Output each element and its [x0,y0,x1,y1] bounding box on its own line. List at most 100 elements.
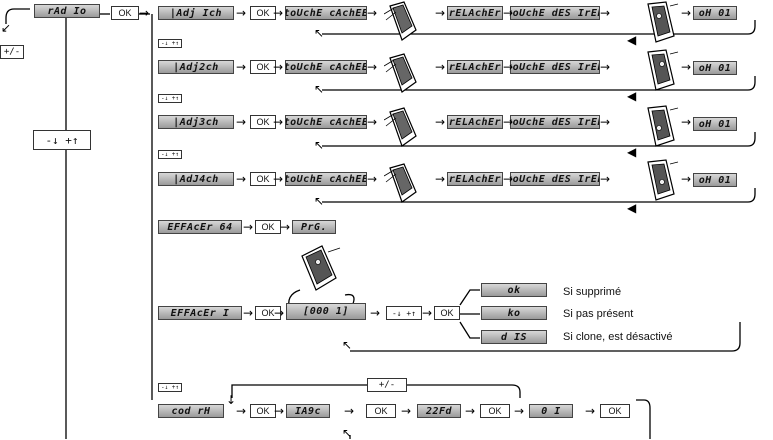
arrow-right-icon: → [503,6,514,20]
arrow-left-icon: ◀ [627,89,637,103]
up-down-button-small[interactable]: -↓ +↑ [158,94,182,103]
result-display: oH 01 [693,173,737,187]
arrow-right-icon: → [503,115,514,129]
remote-control-icon [384,53,417,93]
hidden-key-display: toUchE cAchEE [285,60,367,74]
arrow-left-icon: ↖ [314,82,325,96]
arrow-left-icon: ↖ [314,138,325,152]
hidden-key-display: toUchE cAchEE [285,172,367,186]
arrow-right-icon: → [273,6,284,20]
arrow-right-icon: → [435,115,446,129]
ok-button[interactable]: OK [366,404,396,418]
up-down-button[interactable]: -↓ +↑ [33,130,91,150]
remote-control-icon [647,105,679,147]
ok-button[interactable]: OK [480,404,510,418]
menu-erase-1[interactable]: EFFAcEr I [158,306,242,320]
arrow-right-icon: → [274,404,285,418]
menu-adj2ch[interactable]: |Adj2ch [158,60,234,74]
clone-step2-display: 22Fd [417,404,461,418]
remote-control-icon [384,107,417,147]
clone-step3-display: 0 I [529,404,573,418]
arrow-right-icon: → [600,6,611,20]
arrow-down-icon: ↙ [1,21,12,35]
arrow-right-icon: → [367,115,378,129]
release-display: rELAchEr [447,172,503,186]
hidden-key-display: toUchE cAchEE [285,115,367,129]
arrow-right-icon: → [344,404,355,418]
up-down-button-small[interactable]: -↓ +↑ [158,150,182,159]
ok-button[interactable]: OK [255,220,281,234]
arrow-right-icon: → [236,404,247,418]
plus-minus-button[interactable]: +/- [0,45,24,59]
clone-step1-display: IA9c [286,404,330,418]
ok-button[interactable]: OK [111,6,139,20]
hidden-key-display: toUchE cAchEE [285,6,367,20]
ok-button[interactable]: OK [600,404,630,418]
arrow-right-icon: → [681,115,692,129]
ok-button[interactable]: OK [250,60,276,74]
menu-adj4ch[interactable]: |AdJ4ch [158,172,234,186]
ok-button[interactable]: OK [250,404,276,418]
remote-control-icon [301,245,341,291]
outcome-ko-label: Si pas présent [563,308,634,320]
arrow-right-icon: → [243,306,254,320]
arrow-right-icon: → [514,404,525,418]
wanted-key-display: toUchE dES IrEE [510,6,600,20]
menu-adj1ch[interactable]: |Adj Ich [158,6,234,20]
remote-control-icon [647,49,679,91]
arrow-right-icon: → [503,172,514,186]
ok-button[interactable]: OK [255,306,281,320]
arrow-right-icon: → [273,115,284,129]
ok-button[interactable]: OK [250,115,276,129]
arrow-left-icon: ◀ [627,145,637,159]
menu-adj3ch[interactable]: |Adj3ch [158,115,234,129]
arrow-right-icon: → [367,6,378,20]
remote-control-icon [384,1,417,41]
plus-minus-button[interactable]: +/- [367,378,407,392]
arrow-left-icon: ↖ [342,426,353,440]
remote-control-icon [647,159,679,201]
arrow-right-icon: → [236,115,247,129]
arrow-down-icon: ↓ [226,393,237,407]
arrow-right-icon: → [681,60,692,74]
result-display: oH 01 [693,117,737,131]
arrow-right-icon: → [681,172,692,186]
arrow-right-icon: → [465,404,476,418]
up-down-button-small[interactable]: -↓ +↑ [158,383,182,392]
arrow-right-icon: → [370,306,381,320]
program-display: PrG. [292,220,336,234]
arrow-right-icon: → [274,306,285,320]
arrow-right-icon: → [435,6,446,20]
arrow-right-icon: → [236,60,247,74]
up-down-button-small[interactable]: -↓ +↑ [158,39,182,48]
ok-button[interactable]: OK [434,306,460,320]
arrow-right-icon: → [681,6,692,20]
arrow-left-icon: ↖ [314,26,325,40]
outcome-ok-display: ok [481,283,547,297]
remote-control-icon [384,163,417,203]
arrow-right-icon: → [435,60,446,74]
wanted-key-display: toUchE dES IrEE [510,172,600,186]
arrow-right-icon: → [243,220,254,234]
arrow-left-icon: ↖ [314,194,325,208]
menu-erase-64[interactable]: EFFAcEr 64 [158,220,242,234]
arrow-right-icon: → [367,60,378,74]
release-display: rELAchEr [447,6,503,20]
outcome-ok-label: Si supprimé [563,286,622,298]
menu-clone[interactable]: cod rH [158,404,224,418]
result-display: oH 01 [693,61,737,75]
arrow-right-icon: → [600,60,611,74]
release-display: rELAchEr [447,60,503,74]
arrow-right-icon: → [585,404,596,418]
arrow-right-icon: → [435,172,446,186]
arrow-right-icon: → [600,172,611,186]
wanted-key-display: toUchE dES IrEE [510,115,600,129]
menu-radio[interactable]: rAd Io [34,4,100,18]
arrow-right-icon: → [280,220,291,234]
ok-button[interactable]: OK [250,172,276,186]
arrow-right-icon: → [600,115,611,129]
up-down-button-small[interactable]: -↓ +↑ [386,306,422,320]
remote-control-icon [647,1,679,43]
ok-button[interactable]: OK [250,6,276,20]
result-display: oH 01 [693,6,737,20]
